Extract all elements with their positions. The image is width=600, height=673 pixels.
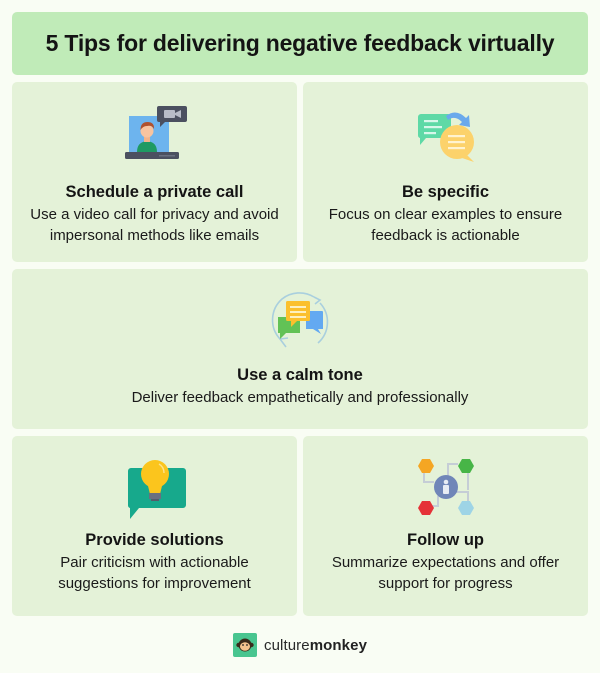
page-title: 5 Tips for delivering negative feedback … [45, 30, 555, 56]
tip-heading: Provide solutions [85, 531, 224, 549]
tip-description-line: feedback is actionable [371, 227, 520, 244]
tip-card-provide-solutions: Provide solutions Pair criticism with ac… [12, 436, 297, 616]
title-banner: 5 Tips for delivering negative feedback … [12, 12, 588, 75]
brand-name-light: culture [263, 636, 310, 654]
tip-heading: Schedule a private call [65, 183, 244, 201]
tip-heading: Be specific [401, 183, 490, 201]
lightbulb-message-icon [127, 460, 186, 519]
tip-card-be-specific: Be specific Focus on clear examples to e… [303, 82, 588, 262]
network-person-icon [417, 459, 474, 515]
video-call-icon [124, 106, 187, 159]
brand-name-bold: monkey [309, 636, 368, 654]
tip-card-calm-tone: Use a calm tone Deliver feedback empathe… [12, 269, 588, 429]
tip-description-line: Deliver feedback empathetically and prof… [131, 389, 469, 406]
tip-card-follow-up: Follow up Summarize expectations and off… [303, 436, 588, 616]
brand-footer: culturemonkey [0, 633, 600, 657]
tip-card-schedule-private-call: Schedule a private call Use a video call… [12, 82, 297, 262]
tip-description-line: support for progress [378, 575, 513, 592]
tip-description-line: Use a video call for privacy and avoid [30, 206, 279, 223]
tip-description-line: Focus on clear examples to ensure [328, 206, 563, 223]
monkey-logo-icon [232, 633, 257, 657]
tip-heading: Follow up [407, 531, 484, 549]
tip-description-line: Summarize expectations and offer [331, 554, 560, 571]
conversation-cycle-icon [271, 292, 329, 348]
brand-name: culturemonkey [264, 637, 367, 654]
chat-bubbles-exchange-icon [417, 112, 474, 162]
tip-description-line: Pair criticism with actionable [60, 554, 249, 571]
tip-heading: Use a calm tone [237, 366, 363, 384]
tip-description-line: impersonal methods like emails [49, 227, 260, 244]
tip-description-line: suggestions for improvement [58, 575, 251, 592]
